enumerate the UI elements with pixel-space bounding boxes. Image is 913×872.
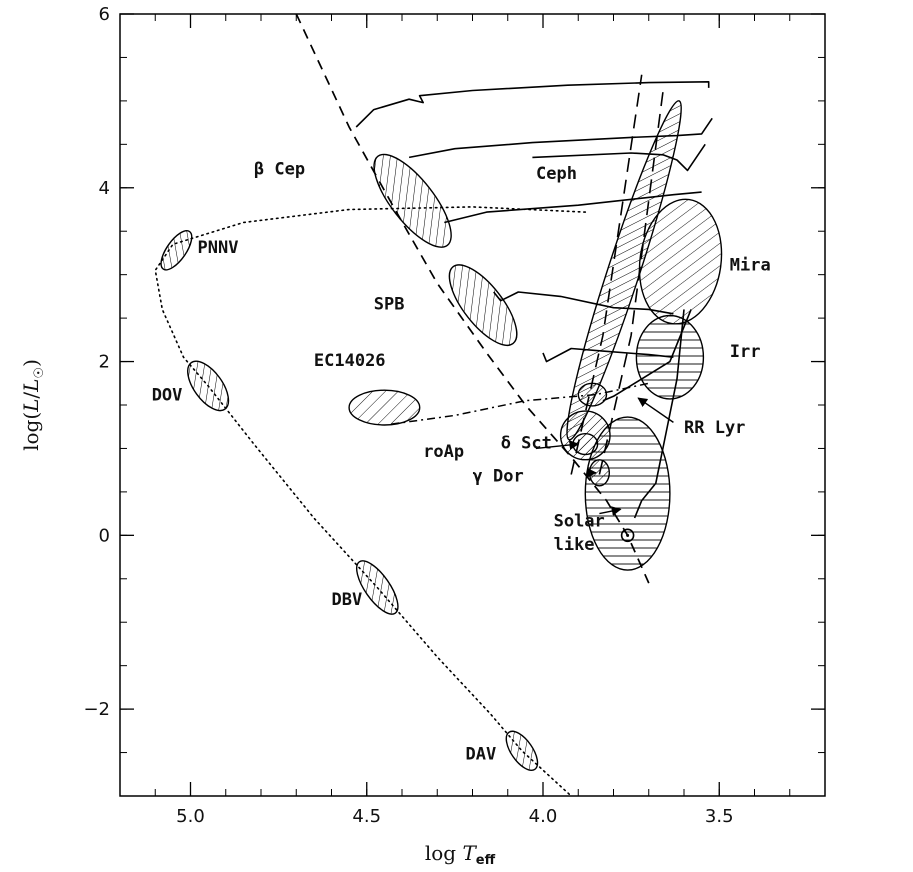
evolution-track <box>355 81 710 128</box>
region-dov <box>187 360 230 412</box>
x-tick-label: 4.5 <box>352 806 381 827</box>
y-axis-label: log(L/L☉) <box>19 359 47 451</box>
label-spb: SPB <box>374 294 405 314</box>
evolution-track <box>444 191 702 224</box>
label-dbv: DBV <box>332 590 363 610</box>
horizontal-branch-track <box>391 382 649 425</box>
x-tick-label: 5.0 <box>176 806 205 827</box>
label-dov: DOV <box>152 386 183 406</box>
x-axis-label: log Teff <box>425 841 496 868</box>
label-ec14026: EC14026 <box>314 351 386 371</box>
label-pnnv: PNNV <box>198 238 239 258</box>
label-ceph: Ceph <box>536 164 577 184</box>
pointer-arrow <box>535 440 580 450</box>
region-dbv <box>356 560 399 615</box>
region-ec14026 <box>348 389 421 426</box>
region-irr <box>635 314 705 400</box>
region-pnnv <box>160 230 193 271</box>
y-tick-label: 0 <box>99 525 110 546</box>
like-label: like <box>554 535 595 555</box>
label-roap: roAp <box>423 442 464 462</box>
solar-label: Solar <box>554 512 605 532</box>
region-spb <box>448 264 518 346</box>
sun-symbol-dot <box>626 533 630 537</box>
label-mira: Mira <box>730 255 771 275</box>
y-tick-label: 2 <box>99 352 110 373</box>
x-tick-label: 3.5 <box>705 806 734 827</box>
label-rr-lyr: RR Lyr <box>684 418 745 438</box>
y-tick-label: 6 <box>99 4 110 25</box>
sun-symbol <box>620 528 635 543</box>
x-tick-label: 4.0 <box>529 806 558 827</box>
label--sct: δ Sct <box>501 433 552 453</box>
region--cep <box>373 153 452 248</box>
region-solar-like <box>584 416 671 571</box>
label--cep: β Cep <box>254 160 305 180</box>
pointer-arrow <box>637 397 674 423</box>
white-dwarf-cooling-track <box>154 206 587 796</box>
plot-area <box>154 14 723 796</box>
evolution-track <box>408 117 713 159</box>
region-rr-lyr <box>577 382 608 407</box>
label-irr: Irr <box>730 342 761 362</box>
label--dor: γ Dor <box>473 467 524 487</box>
region-dav <box>505 730 539 771</box>
y-tick-label: 4 <box>99 178 110 199</box>
label-dav: DAV <box>466 745 497 765</box>
pointer-arrow <box>599 506 622 516</box>
y-tick-label: −2 <box>83 699 110 720</box>
axis-ticks: 5.0 4.5 4.0 3.5 −2 0 2 4 6 <box>83 4 826 827</box>
